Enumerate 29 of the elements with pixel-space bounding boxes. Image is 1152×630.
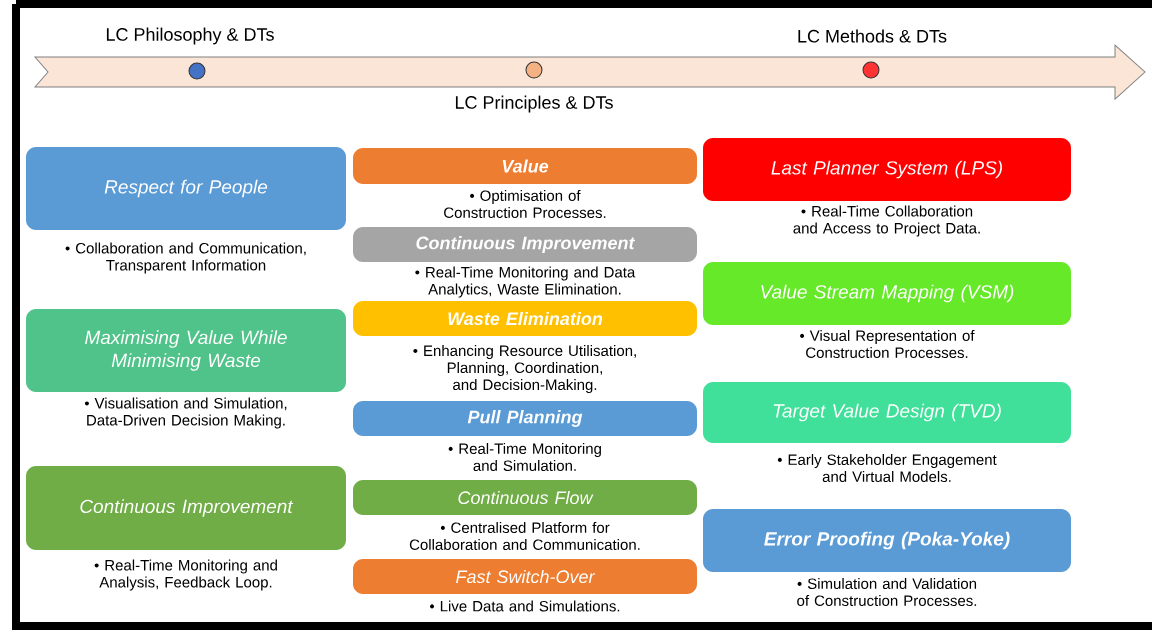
description-text: • Visualisation and Simulation, Data-Driven Decision Making. [84,397,287,429]
process-box: Error Proofing (Poka-Yoke) [703,509,1071,572]
timeline-label: LC Methods & DTs [798,29,947,43]
description-text: • Real-Time Monitoring and Data Analytics, Waste Elimination. [415,266,636,298]
description-text: • Enhancing Resource Utilisation, Planning, Coordination, and Decision-Making. [413,345,636,393]
process-box: Value [353,148,697,184]
process-box: Continuous Flow [353,480,697,515]
process-box: Value Stream Mapping (VSM) [703,262,1071,325]
timeline-label: LC Philosophy & DTs [106,27,274,45]
description-text: • Optimisation of Construction Processes. [444,190,606,218]
process-box: Target Value Design (TVD) [703,382,1071,443]
timeline-label: LC Principles & DTs [455,95,613,113]
process-box: Continuous Improvement [26,466,346,550]
process-box: Pull Planning [353,401,697,436]
description-text: • Early Stakeholder Engagement and Virtual Models. [777,454,997,482]
description-text: • Centralised Platform for Collaboration and Communication. [409,522,640,550]
process-box: Continuous Improvement [353,227,697,262]
process-box: Last Planner System (LPS) [703,138,1071,201]
description-text: • Simulation and Validation of Construction Processes. [797,578,977,606]
description-text: • Collaboration and Communication, Transparent Information [65,242,306,274]
description-text: • Real-Time Monitoring and Analysis, Feedback Loop. [94,559,277,591]
process-box: Respect for People [26,147,346,230]
process-box: Waste Elimination [353,301,697,336]
description-text: • Live Data and Simulations. [430,600,620,612]
process-box: Fast Switch-Over [353,559,697,594]
description-text: • Real-Time Monitoring and Simulation. [448,443,601,471]
description-text: • Real-Time Collaboration and Access to Project Data. [793,205,980,237]
process-box: Maximising Value While Minimising Waste [26,309,346,392]
description-text: • Visual Representation of Construction Processes. [800,330,975,358]
